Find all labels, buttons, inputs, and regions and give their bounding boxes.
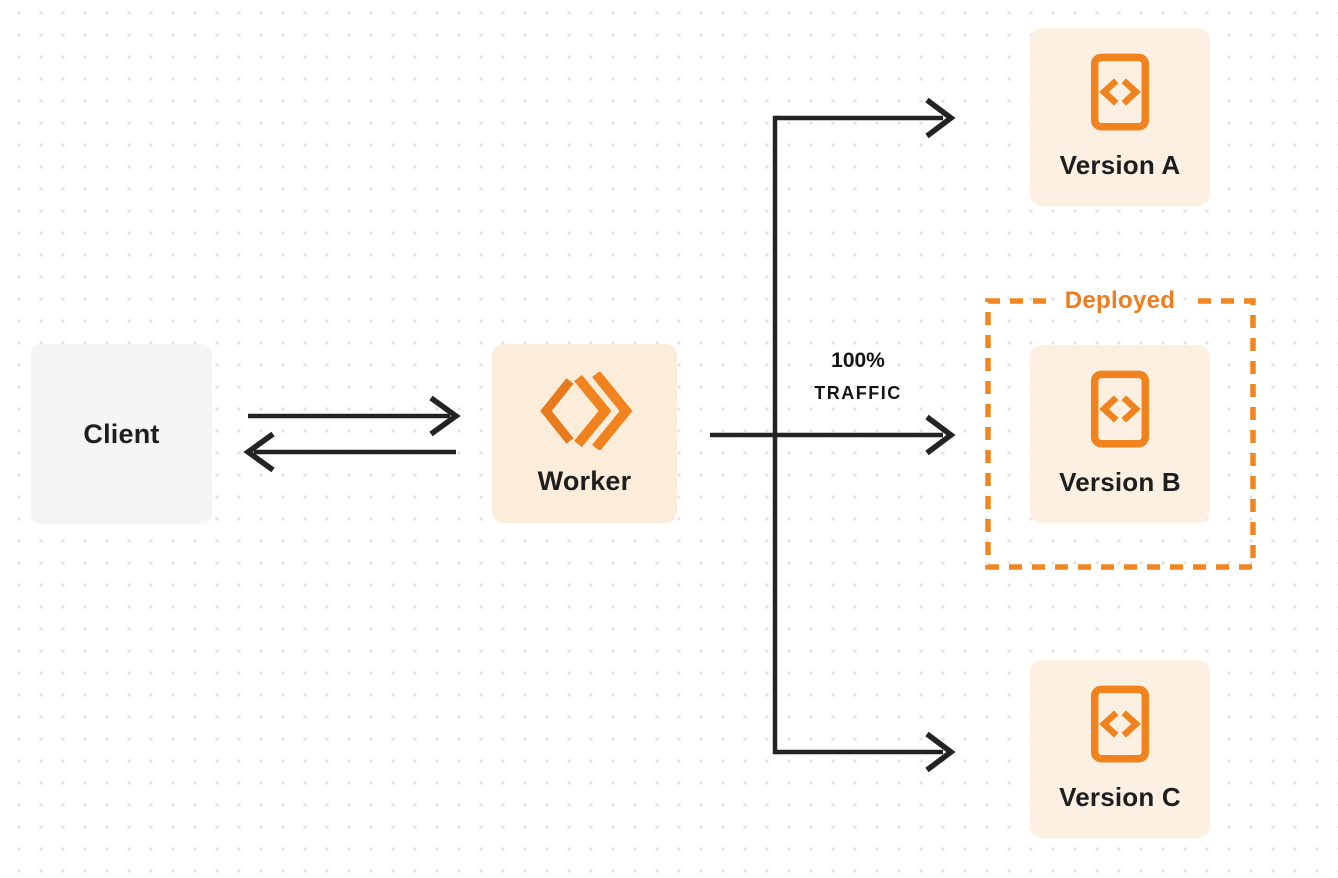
version-b-node: Version B [1030,345,1210,523]
workers-double-chevron-logo-icon [539,372,632,450]
version-c-node: Version C [1030,660,1210,838]
arrowhead-to-version-b [925,414,956,456]
code-file-icon [1090,685,1150,763]
version-b-label: Version B [1059,467,1181,497]
deployed-label: Deployed [1064,287,1176,314]
worker-node: Worker [492,344,677,523]
code-file-icon [1090,370,1150,448]
client-label: Client [83,418,160,449]
client-node: Client [31,344,212,524]
arrowhead-to-version-c [925,731,956,773]
arrow-client-to-worker [248,395,461,437]
code-file-icon [1090,53,1150,131]
traffic-label: 100% TRAFFIC [778,350,938,402]
worker-label: Worker [537,466,632,496]
traffic-word-text: TRAFFIC [814,383,902,403]
branch-lines [710,115,943,755]
version-a-node: Version A [1030,28,1210,206]
arrowhead-to-version-a [925,97,956,139]
version-c-label: Version C [1059,782,1181,812]
traffic-percent-text: 100% [831,349,885,372]
version-a-label: Version A [1059,150,1181,180]
arrow-worker-to-client [243,431,456,473]
